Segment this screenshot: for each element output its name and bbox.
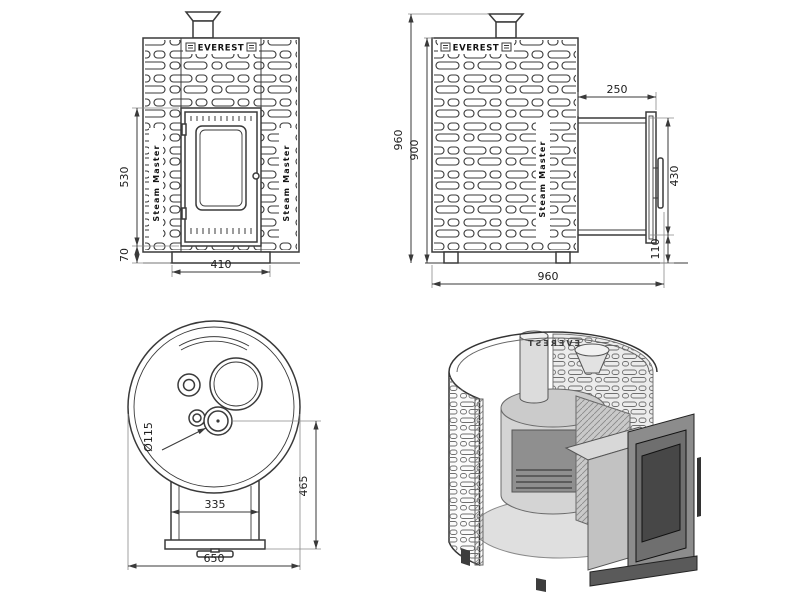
dim-top-overall-diameter: 650 — [204, 552, 225, 565]
door-hinge-bottom — [181, 207, 187, 220]
cutaway-view: EVEREST — [448, 330, 701, 592]
front-brand-bar: EVEREST — [183, 40, 259, 54]
side-view: EVEREST Steam Master 960 — [392, 13, 688, 288]
dim-front-base-width: 410 — [211, 258, 232, 271]
side-brand-text: EVEREST — [453, 44, 500, 54]
side-tunnel — [578, 117, 646, 236]
dim-side-door-height: 430 — [668, 166, 681, 187]
dim-side-overall-height: 960 — [392, 130, 405, 151]
iso-brand-text-mirrored: EVEREST — [526, 339, 580, 348]
dim-side-tunnel-depth: 250 — [607, 83, 628, 96]
front-model-strip-right — [279, 128, 293, 238]
side-model-strip — [536, 120, 550, 238]
dim-front-plinth-height: 70 — [118, 248, 131, 262]
top-tunnel — [164, 481, 266, 558]
door-hinge-top — [181, 123, 187, 136]
front-brand-text: EVEREST — [198, 44, 245, 54]
front-dimensions: 530 70 410 — [118, 107, 271, 277]
iso-cut-edge — [474, 398, 484, 566]
iso-door-glass — [641, 443, 681, 543]
side-door — [645, 111, 657, 244]
front-chimney — [184, 11, 222, 39]
front-model-text-right: Steam Master — [282, 144, 291, 221]
side-model-text: Steam Master — [538, 140, 547, 217]
iso-base-channel — [589, 555, 698, 587]
dim-side-body-height: 900 — [408, 140, 421, 161]
front-model-strip-left — [149, 128, 163, 238]
front-view: EVEREST Steam Master Steam Master 530 — [118, 11, 300, 277]
dim-front-door-height: 530 — [118, 167, 131, 188]
dim-top-tunnel-width: 335 — [205, 498, 226, 511]
dim-top-center-to-front: 465 — [297, 476, 310, 497]
iso-rim — [448, 331, 658, 373]
front-door — [180, 107, 262, 247]
top-chimney-hole — [203, 406, 233, 436]
top-view: Ø115 335 465 650 — [127, 320, 321, 570]
iso-funnel — [574, 343, 610, 374]
side-dimensions: 960 900 250 430 110 960 — [392, 13, 681, 288]
iso-door-handle — [697, 457, 701, 517]
iso-firebox-opening — [511, 429, 577, 493]
door-glass — [195, 125, 247, 211]
iso-feet — [461, 548, 546, 592]
dim-side-door-to-floor: 110 — [649, 239, 662, 260]
side-base — [425, 251, 688, 264]
side-door-handle — [653, 157, 664, 209]
top-openings — [177, 357, 263, 427]
side-brand-bar: EVEREST — [438, 40, 514, 54]
iso-shell — [448, 371, 484, 567]
top-dimensions: Ø115 335 465 650 — [127, 414, 321, 570]
side-chimney — [487, 13, 525, 39]
dim-top-chimney-diameter: Ø115 — [142, 422, 155, 452]
side-body — [431, 37, 579, 253]
door-latch — [252, 172, 260, 180]
iso-grate — [516, 469, 572, 489]
dim-side-overall-depth: 960 — [538, 270, 559, 283]
iso-door — [589, 413, 701, 587]
front-model-text-left: Steam Master — [152, 144, 161, 221]
